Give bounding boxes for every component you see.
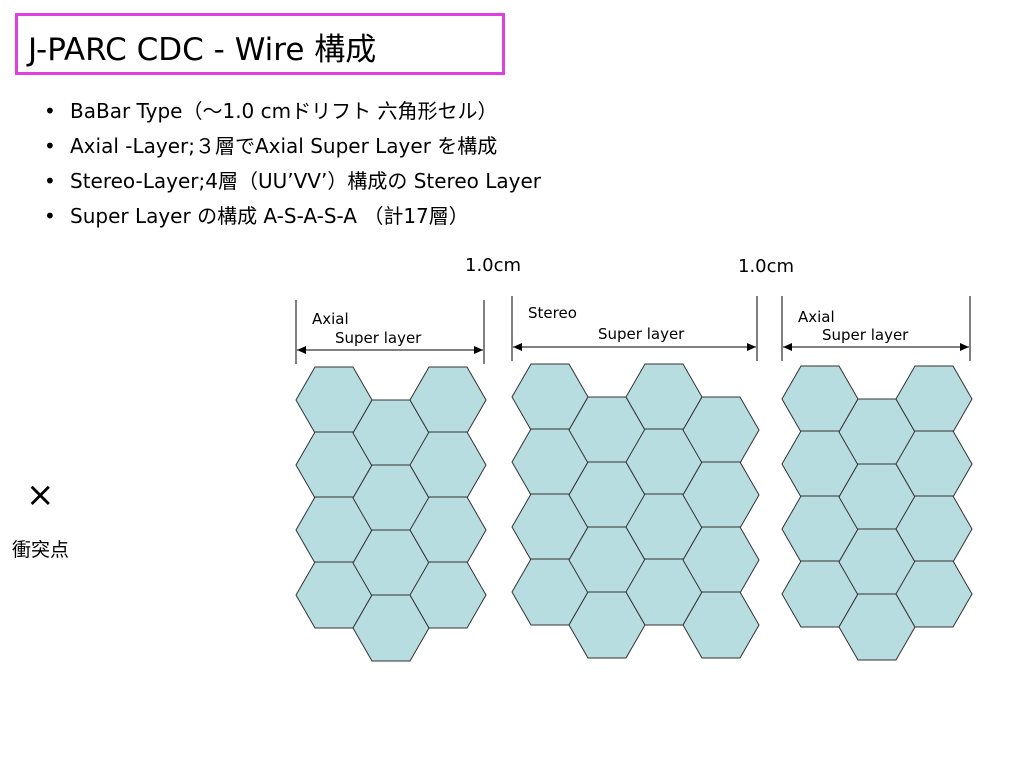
dimension-lines: [295, 296, 971, 364]
hex-cell-layer: [295, 363, 973, 662]
bullet-text: Axial -Layer;３層でAxial Super Layer を構成: [70, 134, 498, 158]
bullet-item: • BaBar Type（～1.0 cmドリフト 六角形セル）: [44, 94, 541, 129]
group-3-label-top: Axial: [798, 308, 835, 326]
interaction-point-label: 衝突点: [12, 539, 70, 561]
cell-group-2: [511, 363, 760, 659]
bullet-dot: •: [44, 169, 56, 193]
bullet-item: • Super Layer の構成 A-S-A-S-A （計17層）: [44, 199, 541, 234]
bullet-dot: •: [44, 204, 56, 228]
bullet-item: • Stereo-Layer;4層（UU’VV’）構成の Stereo Layer: [44, 164, 541, 199]
cell-group-3: [781, 365, 973, 661]
bullet-text: Stereo-Layer;4層（UU’VV’）構成の Stereo Layer: [70, 169, 541, 193]
arrow-head-left: [513, 343, 522, 351]
hex-cell: [409, 561, 487, 629]
group-2-label-top: Stereo: [528, 304, 577, 322]
arrow-head-right: [474, 346, 483, 354]
bullet-dot: •: [44, 99, 56, 123]
group-1-label-top: Axial: [312, 310, 349, 328]
bullet-text: Super Layer の構成 A-S-A-S-A （計17層）: [70, 204, 469, 228]
group-3-label-bottom: Super layer: [822, 326, 909, 344]
group-2-label-bottom: Super layer: [598, 325, 685, 343]
hex-cell: [895, 560, 973, 628]
cell-size-label-1: 1.0cm: [465, 255, 521, 276]
title-box: J-PARC CDC - Wire 構成: [15, 13, 505, 75]
bullet-text: BaBar Type（～1.0 cmドリフト 六角形セル）: [70, 99, 498, 123]
hex-cell: [682, 591, 760, 659]
bullet-dot: •: [44, 134, 56, 158]
cell-size-label-2: 1.0cm: [738, 256, 794, 277]
interaction-point-marker: ×: [26, 475, 55, 515]
bullet-item: • Axial -Layer;３層でAxial Super Layer を構成: [44, 129, 541, 164]
arrow-head-right: [960, 343, 969, 351]
arrow-head-right: [747, 343, 756, 351]
arrow-head-left: [783, 343, 792, 351]
bullet-list: • BaBar Type（～1.0 cmドリフト 六角形セル） • Axial -L…: [44, 94, 541, 234]
cell-group-1: [295, 366, 487, 662]
arrow-head-left: [297, 346, 306, 354]
group-1-label-bottom: Super layer: [335, 329, 422, 347]
slide-title: J-PARC CDC - Wire 構成: [28, 32, 377, 68]
